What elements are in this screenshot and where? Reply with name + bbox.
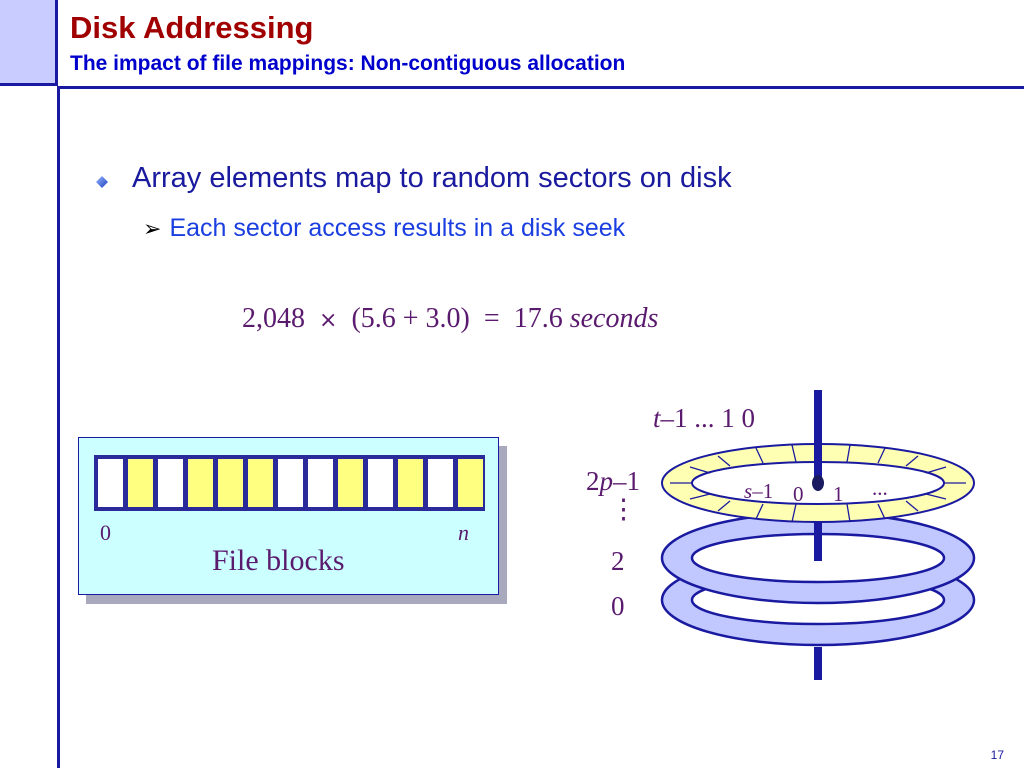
file-block xyxy=(158,459,183,507)
file-block xyxy=(458,459,483,507)
equation: 2,048 × (5.6 + 3.0) = 17.6 seconds xyxy=(242,303,658,335)
arrow-bullet-icon: ➢ xyxy=(143,216,162,241)
sector-label-more: ... xyxy=(872,476,888,500)
header-rule xyxy=(57,86,1024,89)
equation-equals: = xyxy=(483,303,500,334)
file-block xyxy=(368,459,393,507)
file-blocks-label: File blocks xyxy=(212,544,345,577)
equation-sum: (5.6 + 3.0) xyxy=(351,303,470,334)
file-block xyxy=(398,459,423,507)
bullet-sub-text: Each sector access results in a disk see… xyxy=(169,214,626,242)
surface-label-top: 2p–1 xyxy=(586,466,640,496)
sector-label-0: 0 xyxy=(793,482,804,506)
surface-ellipsis: ⋮ xyxy=(610,494,637,524)
diamond-bullet-icon xyxy=(96,176,108,188)
file-block xyxy=(278,459,303,507)
file-block xyxy=(218,459,243,507)
bullet-sub: ➢ Each sector access results in a disk se… xyxy=(143,214,625,243)
track-label-top: t–1 ... 1 0 xyxy=(653,403,756,433)
file-block xyxy=(308,459,333,507)
corner-box xyxy=(0,0,58,86)
left-rule xyxy=(57,86,60,768)
surface-label-bottom: 0 xyxy=(611,591,625,621)
spindle-middle xyxy=(814,521,822,561)
equation-unit: seconds xyxy=(569,303,659,334)
page-number: 17 xyxy=(990,748,1004,762)
sector-label-last: s–1 xyxy=(744,479,774,503)
spindle-top xyxy=(814,390,822,482)
file-block-end-label: n xyxy=(458,520,469,545)
slide-subtitle: The impact of file mappings: Non-contigu… xyxy=(70,52,626,75)
slide-title: Disk Addressing xyxy=(70,10,314,45)
equation-result: 17.6 xyxy=(513,303,563,334)
surface-label-middle: 2 xyxy=(611,546,625,576)
file-block xyxy=(188,459,213,507)
file-block-start-label: 0 xyxy=(100,520,111,545)
sector-lines xyxy=(670,444,966,523)
file-block xyxy=(128,459,153,507)
sector-label-1: 1 xyxy=(833,482,844,506)
file-block-row xyxy=(94,455,485,511)
file-block xyxy=(248,459,273,507)
file-block xyxy=(98,459,123,507)
equation-count: 2,048 xyxy=(242,303,305,334)
spindle-head xyxy=(812,475,824,491)
file-block xyxy=(338,459,363,507)
file-block xyxy=(428,459,453,507)
equation-times: × xyxy=(319,308,338,333)
spindle-bottom xyxy=(814,647,822,680)
disk-diagram xyxy=(660,390,976,680)
bullet-main-text: Array elements map to random sectors on … xyxy=(132,162,732,194)
